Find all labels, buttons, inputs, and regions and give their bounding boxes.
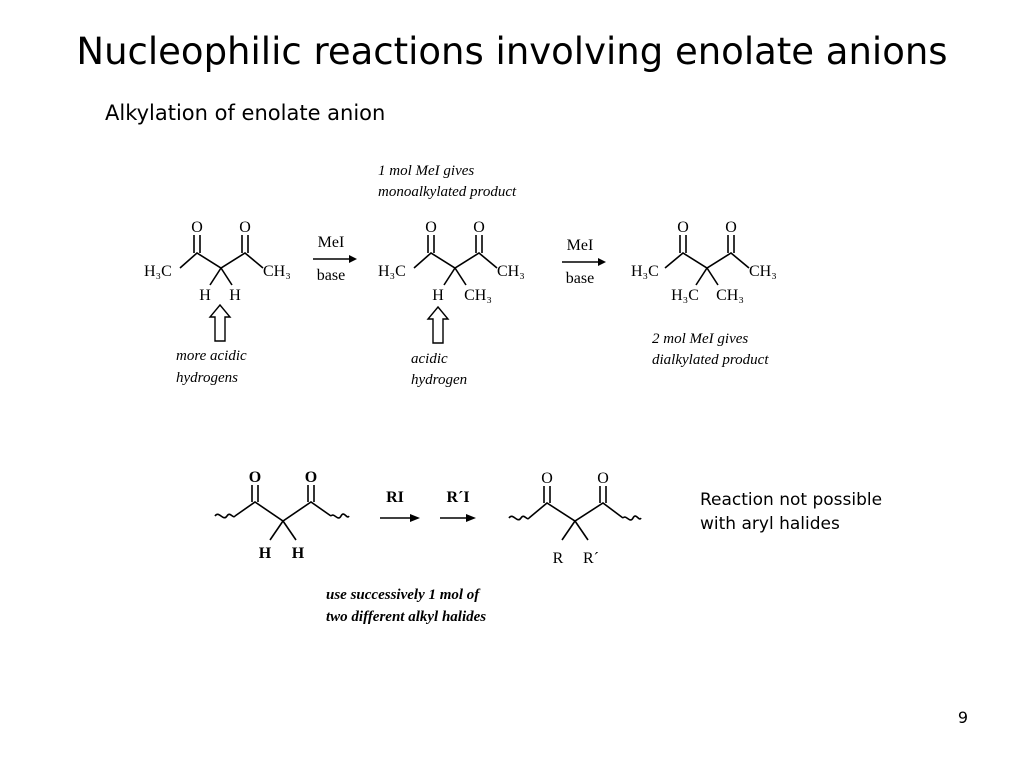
gen2-substituent-r-prime: R´ <box>583 550 599 567</box>
mol2-hydrogen: H <box>432 287 444 304</box>
mol1-left-methyl: H₃C <box>144 263 172 280</box>
slide-subtitle: Alkylation of enolate anion <box>105 101 386 125</box>
gen1-oxygen-left: O <box>249 469 261 486</box>
arrow1-reagent: MeI <box>318 234 345 251</box>
arrow1-condition: base <box>317 267 345 284</box>
mol1-oxygen-right: O <box>239 219 251 236</box>
reaction-arrow-ri: RI <box>380 489 420 522</box>
mol1-hydrogen-1: H <box>199 287 211 304</box>
mol1-oxygen-left: O <box>191 219 203 236</box>
molecule-methylacetylacetone: O O H₃C CH₃ H CH₃ <box>378 219 525 304</box>
mol2-methyl-substituent: CH₃ <box>464 287 492 304</box>
reagent-r-prime-i: R´I <box>446 489 469 506</box>
monoalkylation-note-line2: monoalkylated product <box>378 184 517 200</box>
mol2-oxygen-left: O <box>425 219 437 236</box>
arrow2-condition: base <box>566 270 594 287</box>
mol3-left-methyl: H₃C <box>631 263 659 280</box>
note-dialkylation-line1: 2 mol MeI gives <box>652 331 748 347</box>
mol3-right-methyl: CH₃ <box>749 263 777 280</box>
mol1-hydrogen-2: H <box>229 287 241 304</box>
scheme-1: 1 mol MeI gives monoalkylated product O … <box>144 163 777 388</box>
page-number: 9 <box>957 708 968 727</box>
molecule-generic-1-3-dicarbonyl: O O H H <box>214 469 350 562</box>
arrow2-reagent: MeI <box>567 237 594 254</box>
reagent-ri: RI <box>386 489 404 506</box>
mol2-right-methyl: CH₃ <box>497 263 525 280</box>
mol3-oxygen-left: O <box>677 219 689 236</box>
gen1-hydrogen-1: H <box>259 545 272 562</box>
gen2-substituent-r: R <box>553 550 564 567</box>
side-note-line1: Reaction not possible <box>700 490 883 510</box>
molecule-acetylacetone: O O H₃C CH₃ H H <box>144 219 291 304</box>
mol2-oxygen-right: O <box>473 219 485 236</box>
reaction-arrow-1: MeI base <box>313 234 357 284</box>
note-more-acidic-line1: more acidic <box>176 348 247 364</box>
gen1-hydrogen-2: H <box>292 545 305 562</box>
gen1-oxygen-right: O <box>305 469 317 486</box>
note-more-acidic-line2: hydrogens <box>176 370 238 386</box>
slide-title: Nucleophilic reactions involving enolate… <box>76 30 948 73</box>
reaction-arrow-r-prime-i: R´I <box>440 489 476 522</box>
scheme-2: O O H H RI R´I O O <box>214 469 642 625</box>
mol2-left-methyl: H₃C <box>378 263 406 280</box>
hollow-arrow-1 <box>208 303 232 342</box>
mol3-oxygen-right: O <box>725 219 737 236</box>
mol1-right-methyl: CH₃ <box>263 263 291 280</box>
gen2-oxygen-left: O <box>541 470 553 487</box>
molecule-dialkylated-product: O O R R´ <box>508 470 642 567</box>
monoalkylation-note-line1: 1 mol MeI gives <box>378 163 474 179</box>
mol3-methyl-substituent-2: CH₃ <box>716 287 744 304</box>
gen2-oxygen-right: O <box>597 470 609 487</box>
note-acidic-line1: acidic <box>411 351 448 367</box>
mol3-methyl-substituent-1: H₃C <box>671 287 699 304</box>
reaction-arrow-2: MeI base <box>562 237 606 287</box>
note-successive-line1: use successively 1 mol of <box>326 587 481 603</box>
molecule-dimethylacetylacetone: O O H₃C CH₃ H₃C CH₃ <box>631 219 777 304</box>
hollow-arrow-2 <box>426 305 450 344</box>
side-note: Reaction not possible with aryl halides <box>700 488 882 536</box>
note-acidic-line2: hydrogen <box>411 372 467 388</box>
note-successive-line2: two different alkyl halides <box>326 609 486 625</box>
note-dialkylation-line2: dialkylated product <box>652 352 769 368</box>
side-note-line2: with aryl halides <box>700 514 840 534</box>
